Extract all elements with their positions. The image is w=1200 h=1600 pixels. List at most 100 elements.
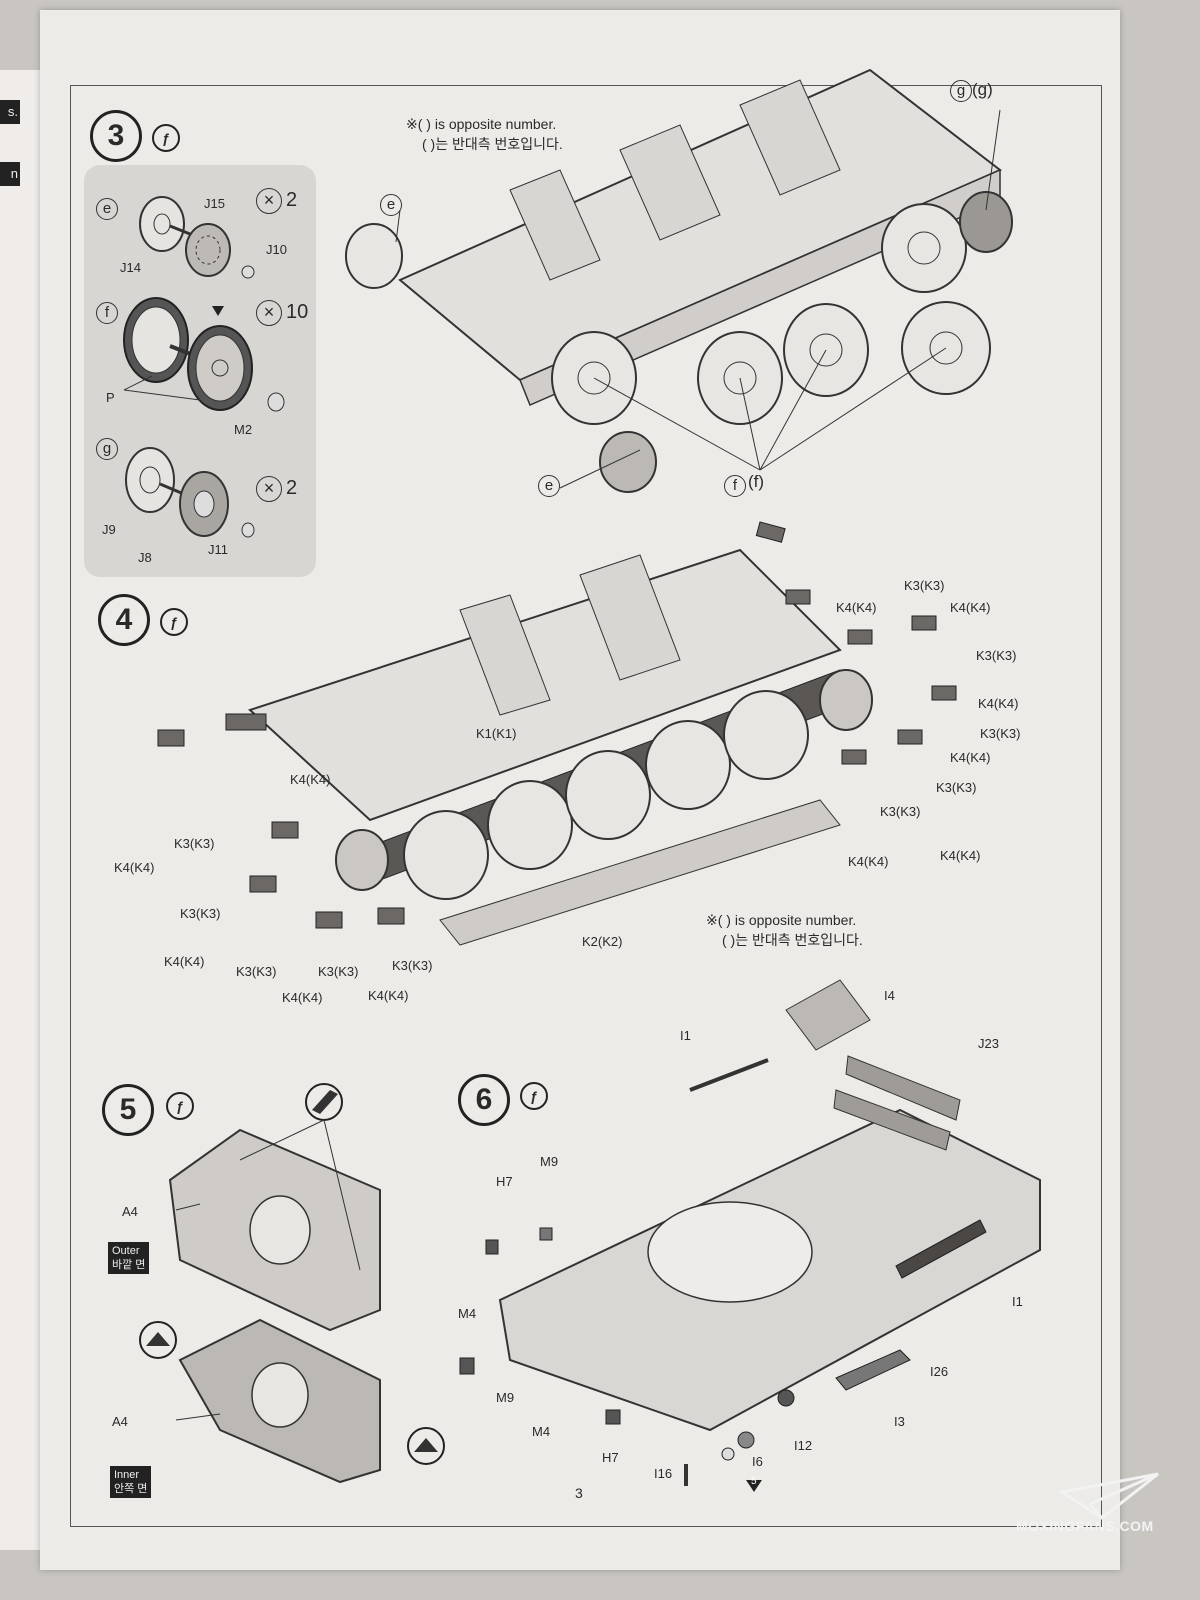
step-number-3: 3 — [90, 110, 142, 162]
tag-korean: 바깥 면 — [112, 1259, 146, 1271]
quantity-value: 10 — [286, 301, 309, 323]
part-label: K3(K3) — [180, 906, 221, 921]
multiply-icon: × — [256, 300, 282, 326]
quantity-value: 2 — [286, 477, 298, 499]
part-label: I1 — [680, 1028, 691, 1043]
part-label: K3(K3) — [936, 780, 977, 795]
assembly-label-f: f — [724, 475, 746, 497]
quantity-e: ×2 — [256, 188, 297, 214]
part-label: K4(K4) — [290, 772, 331, 787]
part-label: K4(K4) — [950, 750, 991, 765]
page-frame — [70, 85, 1102, 1527]
part-label: J10 — [266, 242, 287, 257]
cement-icon: ƒ — [152, 124, 180, 152]
track-assembly-drawing — [157, 521, 957, 946]
tag-english: Outer — [112, 1245, 140, 1257]
rear-plate-drawing — [139, 1083, 445, 1484]
step-number-4: 4 — [98, 594, 150, 646]
part-label: K3(K3) — [174, 836, 215, 851]
assembly-label-g: g — [96, 438, 118, 460]
instruction-page: 3 ƒ e ×2 J15 J14 J10 f ×10 P M2 g ×2 — [40, 10, 1120, 1570]
wheel-e-drawing — [139, 196, 255, 279]
watermark-text: MOXINGFANS.COM — [1016, 1518, 1154, 1534]
part-label: I3 — [894, 1414, 905, 1429]
part-label: J15 — [204, 196, 225, 211]
assembly-label-e: e — [96, 198, 118, 220]
part-label: H7 — [602, 1450, 619, 1465]
cement-icon: ƒ — [166, 1092, 194, 1120]
part-label: A4 — [122, 1204, 138, 1219]
tag-english: Inner — [114, 1469, 140, 1481]
cement-icon: ƒ — [520, 1082, 548, 1110]
part-label: M9 — [540, 1154, 559, 1169]
note-english: ※( ) is opposite number. — [706, 912, 857, 928]
part-label: K4(K4) — [282, 990, 323, 1005]
opposite-number-note: ※( ) is opposite number. ( )는 반대측 번호입니다. — [406, 114, 563, 154]
quantity-f: ×10 — [256, 300, 308, 326]
part-label: A4 — [112, 1414, 128, 1429]
part-label: I26 — [930, 1364, 949, 1379]
part-label: M4 — [458, 1306, 477, 1321]
assembly-label-e: e — [380, 194, 402, 216]
part-label: M2 — [234, 422, 253, 437]
note-english: ※( ) is opposite number. — [406, 116, 557, 132]
step-number-6: 6 — [458, 1074, 510, 1126]
part-label: J14 — [120, 260, 141, 275]
hull-wheel-assembly-drawing — [345, 68, 1013, 493]
part-label: I12 — [794, 1438, 813, 1453]
upper-hull-drawing — [459, 979, 1041, 1492]
page-number: 3 — [575, 1485, 583, 1501]
part-label: K3(K3) — [392, 958, 433, 973]
part-label: K3(K3) — [904, 578, 945, 593]
part-label: M4 — [532, 1424, 551, 1439]
part-label: K4(K4) — [114, 860, 155, 875]
tag-korean: 안쪽 면 — [114, 1483, 148, 1495]
part-label: K3(K3) — [980, 726, 1021, 741]
part-label: K4(K4) — [848, 854, 889, 869]
part-label: I1 — [1012, 1294, 1023, 1309]
part-label: P — [106, 390, 115, 405]
part-label: I16 — [654, 1466, 673, 1481]
multiply-icon: × — [256, 188, 282, 214]
part-label: K3(K3) — [880, 804, 921, 819]
part-label: K2(K2) — [582, 934, 623, 949]
wheel-g-drawing — [125, 447, 255, 538]
outer-side-tag: Outer 바깥 면 — [108, 1242, 150, 1274]
left-page-tab: n — [0, 162, 20, 186]
opposite-number-note: ※( ) is opposite number. ( )는 반대측 번호입니다. — [706, 910, 863, 950]
wheel-f-drawing — [123, 297, 285, 412]
assembly-label-f-opposite: (f) — [748, 472, 765, 491]
part-label: K4(K4) — [950, 600, 991, 615]
assembly-label-g: g — [950, 80, 972, 102]
paper-plane-logo-icon — [1058, 1472, 1159, 1520]
part-label: J9 — [102, 522, 116, 537]
part-label: M9 — [496, 1390, 515, 1405]
reference-step-marker: 5 — [751, 1476, 757, 1487]
part-label: I6 — [752, 1454, 763, 1469]
assembly-label-f: f — [96, 302, 118, 324]
inner-side-tag: Inner 안쪽 면 — [110, 1466, 152, 1498]
cement-icon: ƒ — [160, 608, 188, 636]
note-korean: ( )는 반대측 번호입니다. — [722, 932, 863, 948]
part-label: J8 — [138, 550, 152, 565]
quantity-value: 2 — [286, 189, 298, 211]
part-label: K1(K1) — [476, 726, 517, 741]
part-label: K3(K3) — [236, 964, 277, 979]
left-page-edge: s. n — [0, 70, 41, 1550]
part-label: K4(K4) — [940, 848, 981, 863]
assembly-label-g-opposite: (g) — [972, 80, 993, 99]
step-number-5: 5 — [102, 1084, 154, 1136]
part-label: I4 — [884, 988, 895, 1003]
part-label: J11 — [208, 542, 228, 557]
part-label: K4(K4) — [836, 600, 877, 615]
part-label: K3(K3) — [976, 648, 1017, 663]
part-label: K4(K4) — [164, 954, 205, 969]
part-label: J23 — [978, 1036, 999, 1051]
note-korean: ( )는 반대측 번호입니다. — [422, 136, 563, 152]
left-page-tab: s. — [0, 100, 20, 124]
part-label: K4(K4) — [368, 988, 409, 1003]
multiply-icon: × — [256, 476, 282, 502]
part-label: K3(K3) — [318, 964, 359, 979]
part-label: H7 — [496, 1174, 513, 1189]
assembly-label-e: e — [538, 475, 560, 497]
